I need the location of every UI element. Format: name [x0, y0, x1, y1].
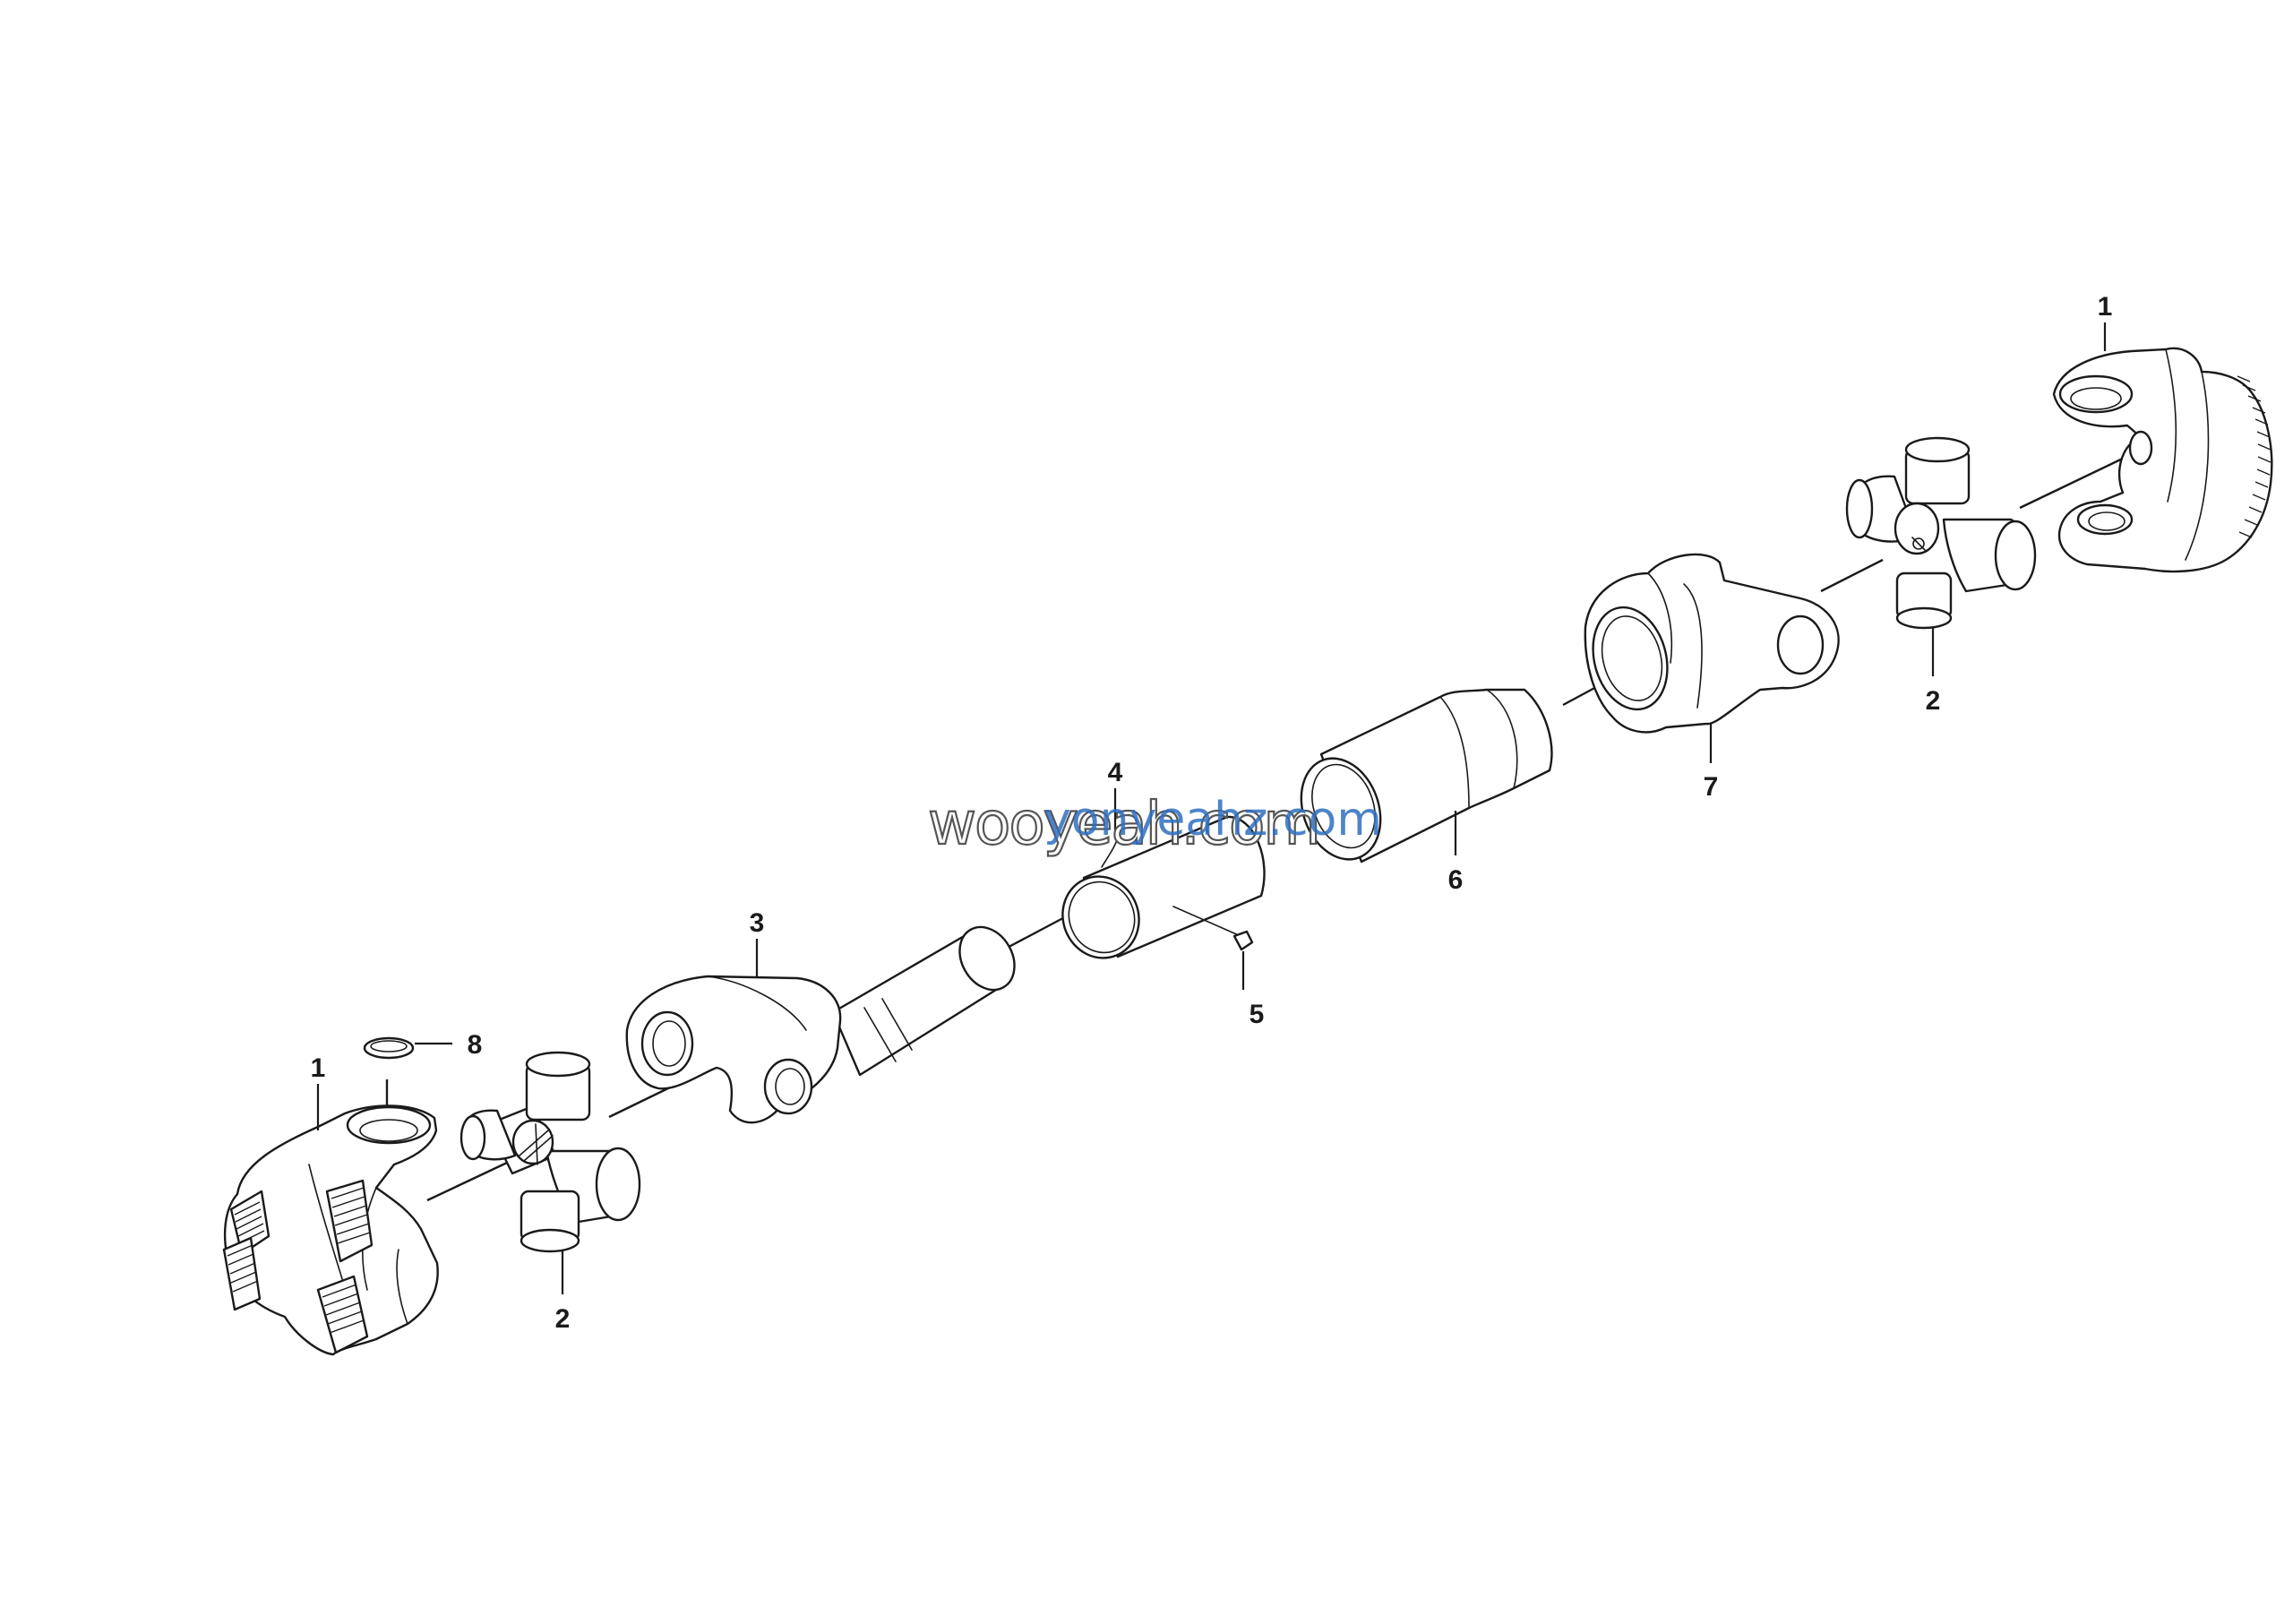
- snap-ring-8: [363, 1036, 415, 1060]
- watermark: wooyeah.com yonyeahz.com: [927, 788, 1382, 859]
- callout-3: 3: [750, 908, 765, 938]
- grease-nipple-5: [1232, 930, 1254, 990]
- callout-1-right: 1: [2098, 292, 2113, 322]
- tube-4: [1061, 815, 1266, 959]
- callout-4: 4: [1108, 758, 1123, 787]
- callout-6: 6: [1448, 865, 1464, 895]
- callout-2-left: 2: [555, 1304, 571, 1334]
- callout-1-left: 1: [311, 1053, 326, 1083]
- watermark-secondary: yonyeahz.com: [1043, 793, 1382, 846]
- sleeve-6: [1300, 688, 1553, 864]
- slip-yoke-shaft-3: [625, 925, 1016, 1124]
- callout-5: 5: [1250, 1000, 1265, 1029]
- callouts: 1 2 7 6 4 5 3 8 1 2: [311, 292, 2113, 1334]
- leader-lines: [316, 788, 1457, 1294]
- callout-2-right: 2: [1926, 686, 1941, 716]
- universal-joint-left: [459, 1051, 641, 1253]
- universal-joint-right: [1845, 436, 2037, 676]
- flange-yoke-left: [222, 1104, 439, 1356]
- tube-yoke-7: [1584, 553, 1840, 763]
- watermark-primary: wooyeah.com: [928, 789, 1319, 858]
- callout-8: 8: [468, 1030, 483, 1060]
- flange-yoke-right: [2052, 322, 2273, 573]
- callout-7: 7: [1704, 772, 1719, 802]
